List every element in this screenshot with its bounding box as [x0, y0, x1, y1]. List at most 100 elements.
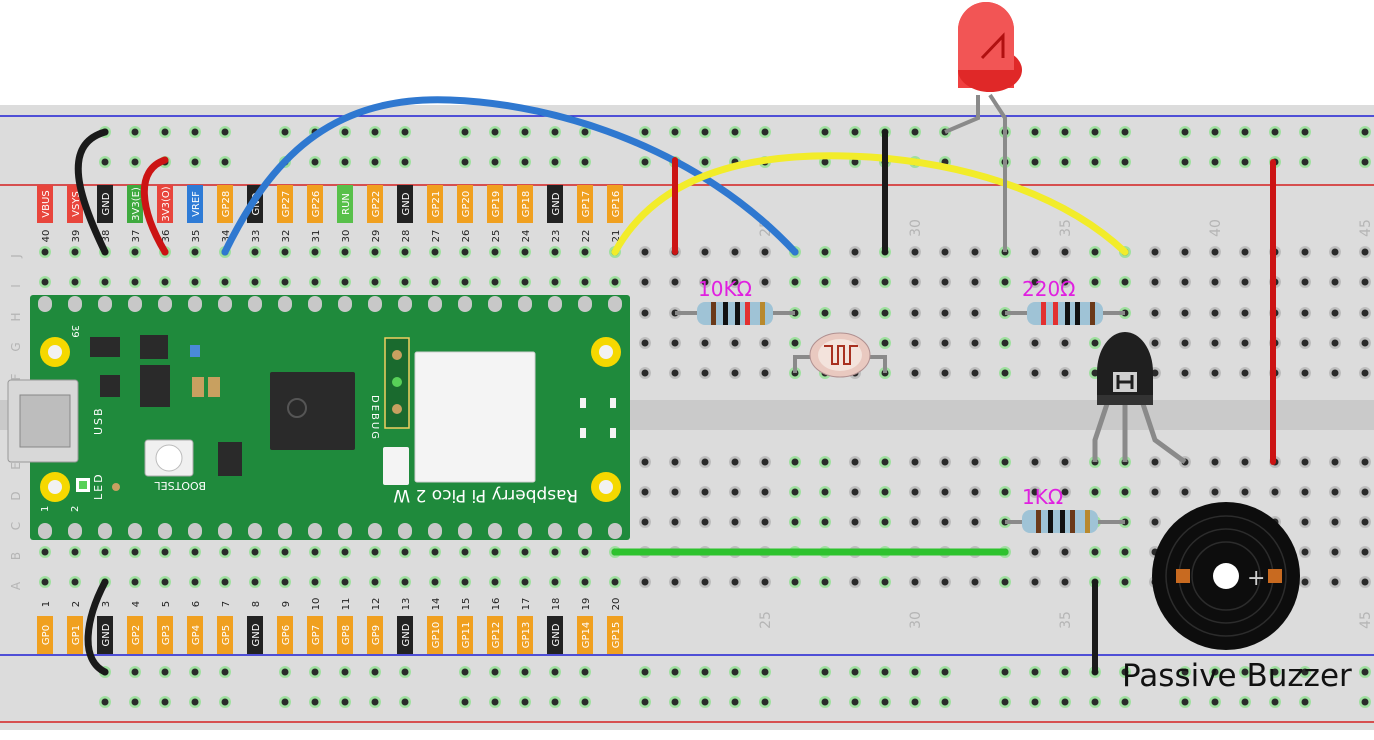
breadboard-hole-center	[1061, 339, 1069, 347]
rail-hole-center	[131, 668, 139, 676]
rail-hole-center	[641, 668, 649, 676]
castellation	[188, 296, 202, 312]
breadboard-hole-center	[431, 248, 439, 256]
pin-number: 13	[401, 598, 412, 611]
row-letter: J	[9, 254, 23, 259]
breadboard-hole-center	[41, 248, 49, 256]
rail-hole-center	[131, 158, 139, 166]
rail-hole-center	[1211, 698, 1219, 706]
breadboard-hole-center	[1211, 248, 1219, 256]
rail-hole-center	[521, 128, 529, 136]
led-anvil	[980, 32, 1005, 60]
rail-hole-center	[911, 128, 919, 136]
board-name-label: Raspberry Pi Pico 2 W	[393, 485, 578, 505]
breadboard-hole-center	[1151, 518, 1159, 526]
pin-label-text: GP21	[431, 191, 442, 218]
castellation	[368, 296, 382, 312]
breadboard-hole-center	[191, 548, 199, 556]
bootsel-cap	[155, 444, 183, 472]
breadboard-hole-center	[881, 339, 889, 347]
pin-label-text: GP15	[611, 622, 622, 649]
breadboard-hole-center	[1331, 309, 1339, 317]
breadboard-hole-center	[1301, 488, 1309, 496]
pin-number: 40	[41, 230, 52, 243]
breadboard-hole-center	[461, 278, 469, 286]
breadboard-hole-center	[41, 278, 49, 286]
breadboard-hole-center	[881, 518, 889, 526]
pin-label-badge	[277, 185, 293, 223]
pin-label-badge	[187, 185, 203, 223]
breadboard-hole-center	[761, 278, 769, 286]
rail-hole-center	[851, 158, 859, 166]
rail-hole-center	[701, 668, 709, 676]
rail-hole-center	[1061, 158, 1069, 166]
pin-label-badge	[607, 185, 623, 223]
breadboard-hole-center	[161, 578, 169, 586]
castellation	[608, 296, 622, 312]
breadboard-hole-center	[581, 578, 589, 586]
rail-hole-center	[1211, 158, 1219, 166]
pin-label-badge	[367, 616, 383, 654]
breadboard-hole-center	[251, 548, 259, 556]
rail-hole-center	[881, 668, 889, 676]
rail-hole-center	[1061, 668, 1069, 676]
rail-hole-center	[851, 668, 859, 676]
pin-label-badge	[457, 616, 473, 654]
breadboard-hole-center	[1121, 278, 1129, 286]
castellation	[248, 296, 262, 312]
rail-hole-center	[311, 698, 319, 706]
breadboard-hole-center	[1241, 309, 1249, 317]
rail-hole-center	[341, 128, 349, 136]
rail-hole-center	[641, 698, 649, 706]
rail-hole-center	[341, 668, 349, 676]
pin-number: 39	[71, 230, 82, 243]
breadboard-hole-center	[851, 309, 859, 317]
breadboard-hole-center	[1331, 278, 1339, 286]
breadboard-hole-center	[821, 278, 829, 286]
breadboard-hole-center	[911, 488, 919, 496]
rail-hole-center	[1181, 158, 1189, 166]
pin-label-badge	[577, 185, 593, 223]
ldr-lead	[793, 355, 815, 373]
pin-label-text: GND	[251, 623, 262, 646]
rail-hole-center	[461, 698, 469, 706]
breadboard-hole-center	[1331, 578, 1339, 586]
pin-label-text: 3V3(E)	[131, 187, 142, 221]
rail-hole-center	[1001, 668, 1009, 676]
breadboard-hole-center	[671, 278, 679, 286]
rail-hole-center	[851, 128, 859, 136]
pin-label-text: VREF	[191, 191, 202, 217]
breadboard-hole-center	[161, 548, 169, 556]
breadboard-hole-center	[491, 548, 499, 556]
breadboard-hole-center	[641, 248, 649, 256]
rail-hole-center	[1241, 158, 1249, 166]
pin-number: 18	[551, 598, 562, 611]
breadboard-hole-center	[641, 309, 649, 317]
breadboard-hole-center	[1001, 278, 1009, 286]
castellation	[458, 296, 472, 312]
pin-label-badge	[97, 185, 113, 223]
breadboard-hole-center	[701, 488, 709, 496]
rail-hole-center	[1061, 698, 1069, 706]
pin-label-text: RUN	[341, 193, 352, 215]
buzzer-pad-plus	[1268, 569, 1282, 583]
breadboard-hole-center	[1181, 248, 1189, 256]
pin-label-text: GP3	[161, 625, 172, 645]
breadboard-hole-center	[1241, 458, 1249, 466]
castellation	[308, 296, 322, 312]
breadboard-hole-center	[821, 578, 829, 586]
band	[723, 302, 728, 325]
breadboard-hole-center	[701, 578, 709, 586]
breadboard-hole-center	[131, 578, 139, 586]
breadboard-hole-center	[731, 248, 739, 256]
breadboard-hole-center	[911, 339, 919, 347]
breadboard-hole-center	[1091, 248, 1099, 256]
pin-label-text: GP27	[281, 191, 292, 218]
breadboard-hole-center	[851, 518, 859, 526]
breadboard-hole-center	[1331, 369, 1339, 377]
pin-number: 32	[281, 230, 292, 243]
rail-hole-center	[1271, 698, 1279, 706]
rail-hole-center	[1031, 128, 1039, 136]
